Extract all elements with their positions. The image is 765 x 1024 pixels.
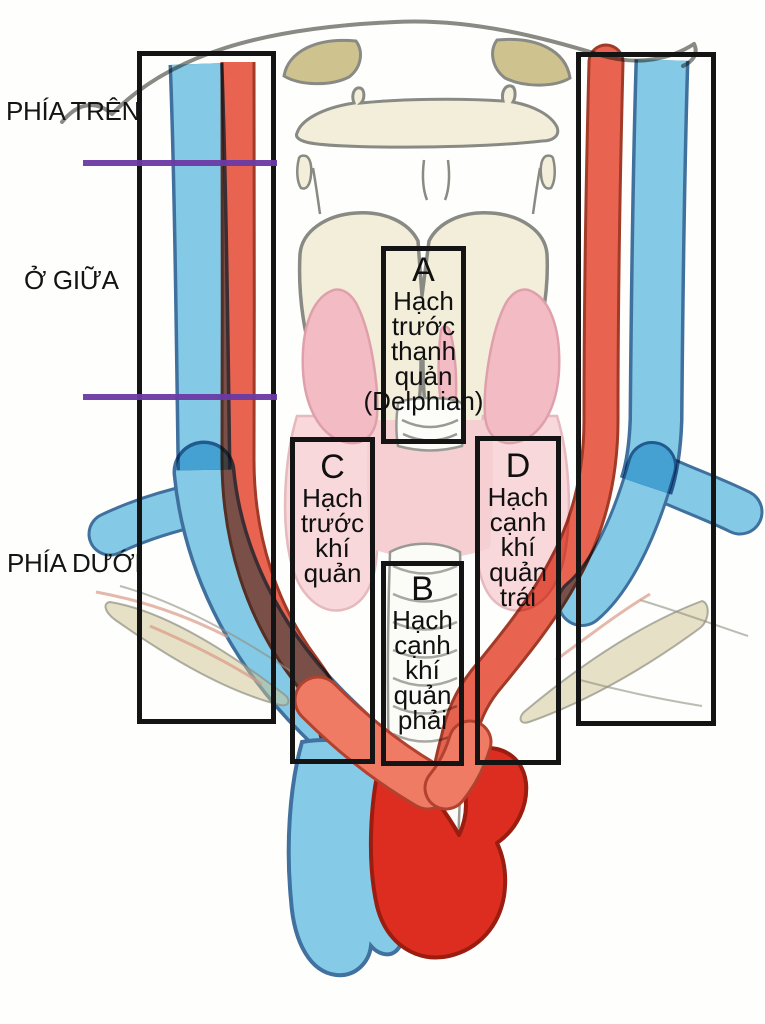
jugular-vein-right <box>168 62 232 471</box>
node-box-c-line: Hạch <box>302 483 363 513</box>
pretracheal-region <box>366 420 494 559</box>
node-box-d-letter: D <box>505 447 531 485</box>
thyrohyoid-ligaments <box>296 154 556 215</box>
node-box-d: D Hạch cạnh khí quản trái <box>475 436 561 765</box>
node-box-a-line: trước <box>391 311 456 341</box>
node-box-c-line: quản <box>303 558 362 588</box>
node-box-c-letter: C <box>320 448 345 486</box>
node-box-a-line: quản <box>394 361 453 391</box>
node-box-b-line: Hạch <box>392 605 453 635</box>
node-box-d-line: trái <box>499 582 537 612</box>
node-box-a: A Hạch trước thanh quản (Delphian) <box>364 246 483 444</box>
node-box-c-line: trước <box>300 508 365 538</box>
node-box-c-line: khí <box>315 533 350 563</box>
node-box-b-letter: B <box>411 570 434 608</box>
node-box-a-line: thanh <box>390 336 457 366</box>
node-box-a-line: Hạch <box>393 286 454 316</box>
thyroid-gland <box>301 288 561 445</box>
node-box-b-line: phải <box>397 705 448 735</box>
node-box-d-line: quản <box>489 557 547 587</box>
node-box-a-letter: A <box>412 251 435 289</box>
node-box-d-line: Hạch <box>487 482 549 512</box>
node-box-c: C Hạch trước khí quản <box>290 437 375 764</box>
subclavian-vein-left <box>557 441 764 627</box>
cricoid-cartilage <box>395 396 465 452</box>
hyoid-bone <box>295 84 560 149</box>
node-box-b: B Hạch cạnh khí quản phải <box>381 561 464 766</box>
node-box-d-line: khí <box>500 532 536 562</box>
lateral-compartment-box-left-side <box>576 52 716 726</box>
submandibular-gland-left <box>282 38 362 86</box>
region-label-inferior: PHÍA DƯỚI <box>7 548 142 578</box>
clavicle-left <box>519 592 749 724</box>
node-box-b-line: quản <box>393 680 452 710</box>
divider-line-lower <box>83 394 277 400</box>
region-label-middle: Ở GIỮA <box>24 265 119 295</box>
node-box-b-line: cạnh <box>394 630 451 660</box>
paratracheal-node-regions <box>283 414 571 612</box>
node-box-d-line: cạnh <box>489 507 547 537</box>
node-box-b-line: khí <box>405 655 440 685</box>
node-box-a-line: (Delphian) <box>363 386 484 416</box>
lateral-compartment-box-right-side <box>137 51 276 724</box>
divider-line-upper <box>83 160 277 166</box>
submandibular-gland-right <box>491 37 572 87</box>
region-label-superior: PHÍA TRÊN <box>6 96 141 126</box>
